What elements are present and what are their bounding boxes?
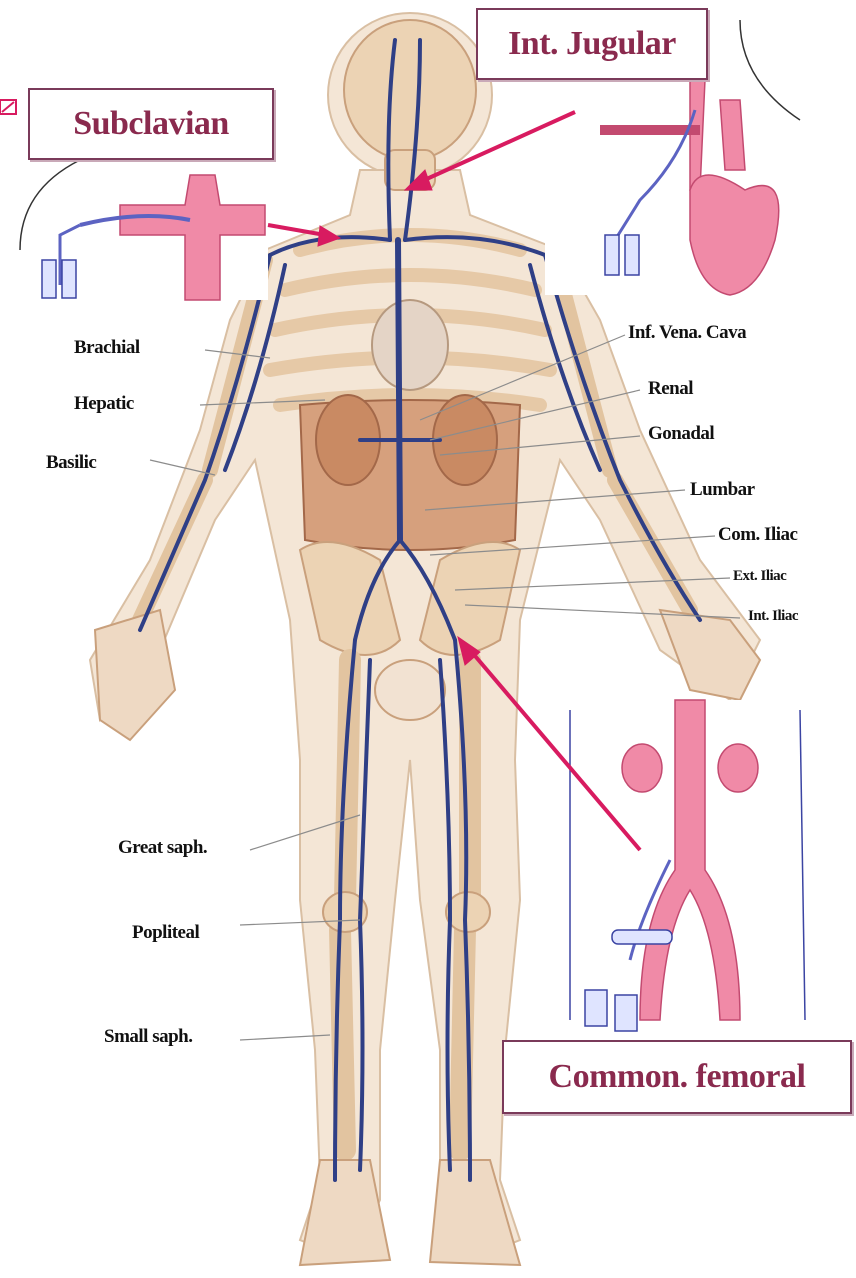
label-renal: Renal [648,378,693,400]
label-small-saph: Small saph. [104,1026,192,1048]
label-com-iliac: Com. Iliac [718,524,797,546]
common-femoral-label: Common. femoral [549,1058,806,1096]
heart [372,300,448,390]
label-hepatic: Hepatic [74,393,134,415]
subclavian-label: Subclavian [73,105,229,143]
int-jugular-label: Int. Jugular [508,25,676,63]
label-great-saph: Great saph. [118,837,207,859]
label-inf-vena-cava: Inf. Vena. Cava [628,322,746,344]
label-lumbar: Lumbar [690,479,755,501]
label-gonadal: Gonadal [648,423,714,445]
label-brachial: Brachial [74,337,140,359]
label-ext-iliac: Ext. Iliac [733,568,786,585]
corner-marker [0,100,16,114]
abdominal-organs [300,395,520,550]
common-femoral-inset [568,700,856,1035]
feet [300,1160,520,1265]
label-popliteal: Popliteal [132,922,199,944]
common-femoral-callout: Common. femoral [502,1040,852,1114]
subclavian-callout: Subclavian [28,88,274,160]
int-jugular-callout: Int. Jugular [476,8,708,80]
label-basilic: Basilic [46,452,96,474]
subclavian-inset [18,145,268,300]
label-int-iliac: Int. Iliac [748,608,798,625]
